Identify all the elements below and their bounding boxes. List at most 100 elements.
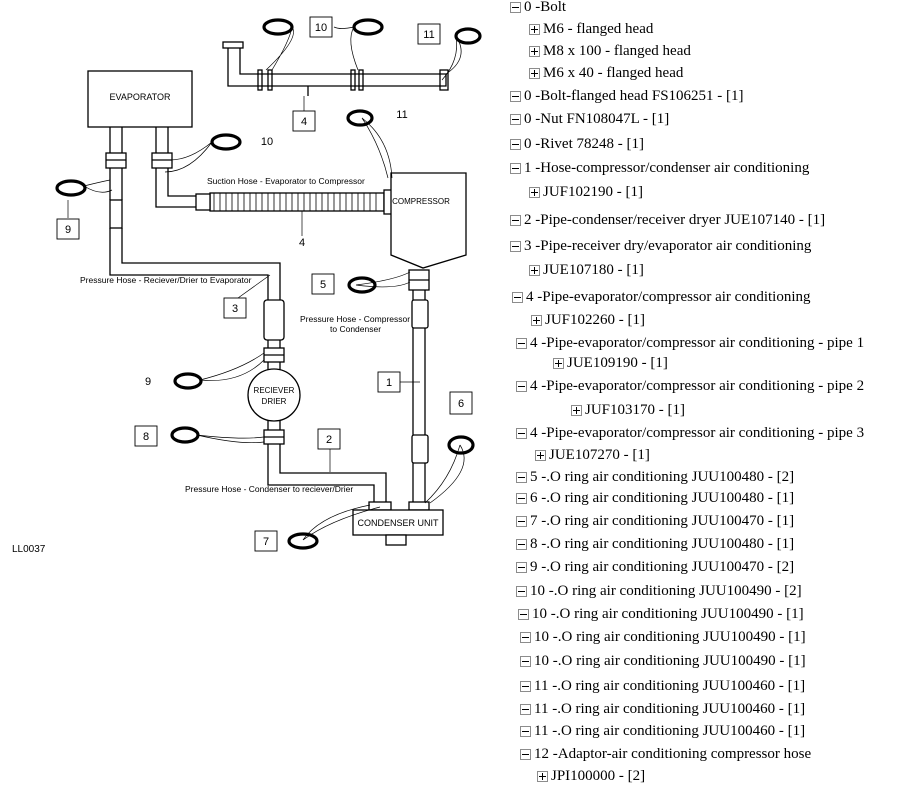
tree-row-label: 4 -Pipe-evaporator/compressor air condit… xyxy=(530,378,865,394)
tree-row: 10 -.O ring air conditioning JUU100490 -… xyxy=(518,605,804,623)
expand-icon[interactable] xyxy=(529,264,540,276)
collapse-icon[interactable] xyxy=(520,655,531,667)
o-ring-9b xyxy=(173,372,203,390)
callout-11-comp: 11 xyxy=(396,109,407,121)
tree-row: 0 -Nut FN108047L - [1] xyxy=(510,110,669,128)
tree-row-label: 0 -Bolt xyxy=(524,0,567,15)
tree-row-label: 3 -Pipe-receiver dry/evaporator air cond… xyxy=(524,238,812,254)
collapse-icon[interactable] xyxy=(520,631,531,643)
tree-row-label: JPI100000 - [2] xyxy=(551,768,646,784)
pressure-hose-receiver-evap-label: Pressure Hose - Reciever/Drier to Evapor… xyxy=(80,275,252,285)
collapse-icon[interactable] xyxy=(512,291,523,303)
callout-8: 8 xyxy=(143,431,149,443)
o-ring-10b xyxy=(352,18,384,36)
tree-row-label: 9 -.O ring air conditioning JUU100470 - … xyxy=(530,559,795,575)
o-ring-6 xyxy=(447,435,475,455)
tree-row-label: 10 -.O ring air conditioning JUU100490 -… xyxy=(534,629,806,645)
expand-icon[interactable] xyxy=(537,770,548,782)
o-ring-9a xyxy=(55,179,87,197)
tree-row: JUF102260 - [1] xyxy=(531,311,645,329)
expand-icon[interactable] xyxy=(529,186,540,198)
drawing-reference: LL0037 xyxy=(12,544,46,555)
tree-row-label: M6 - flanged head xyxy=(543,21,654,37)
tree-row-label: 1 -Hose-compressor/condenser air conditi… xyxy=(524,160,810,176)
expand-icon[interactable] xyxy=(529,23,540,35)
expand-icon[interactable] xyxy=(529,67,540,79)
expand-icon[interactable] xyxy=(531,314,542,326)
collapse-icon[interactable] xyxy=(520,725,531,737)
compressor-label: COMPRESSOR xyxy=(392,197,450,206)
callout-3: 3 xyxy=(232,303,238,315)
tree-row: 4 -Pipe-evaporator/compressor air condit… xyxy=(512,288,811,306)
collapse-icon[interactable] xyxy=(510,138,521,150)
expand-icon[interactable] xyxy=(529,45,540,57)
tree-row-label: 0 -Rivet 78248 - [1] xyxy=(524,136,644,152)
tree-row-label: M8 x 100 - flanged head xyxy=(543,43,691,59)
collapse-icon[interactable] xyxy=(520,680,531,692)
collapse-icon[interactable] xyxy=(516,427,527,439)
o-ring-11a xyxy=(454,27,482,45)
collapse-icon[interactable] xyxy=(516,471,527,483)
tree-row-label: 5 -.O ring air conditioning JUU100480 - … xyxy=(530,469,795,485)
tree-row-label: 4 -Pipe-evaporator/compressor air condit… xyxy=(530,335,865,351)
expand-icon[interactable] xyxy=(553,357,564,369)
suction-hose-label: Suction Hose - Evaporator to Compressor xyxy=(207,176,365,186)
o-ring-11b xyxy=(346,109,374,127)
tree-row: 11 -.O ring air conditioning JUU100460 -… xyxy=(520,722,805,740)
collapse-icon[interactable] xyxy=(516,492,527,504)
callout-6: 6 xyxy=(458,398,464,410)
tree-row: JUF103170 - [1] xyxy=(571,401,685,419)
collapse-icon[interactable] xyxy=(520,748,531,760)
tree-row: 11 -.O ring air conditioning JUU100460 -… xyxy=(520,700,805,718)
receiver-drier-circle xyxy=(247,368,301,422)
collapse-icon[interactable] xyxy=(516,380,527,392)
tree-row: 1 -Hose-compressor/condenser air conditi… xyxy=(510,159,809,177)
tree-row: JUF102190 - [1] xyxy=(529,183,643,201)
o-ring-8 xyxy=(170,426,200,444)
ac-system-diagram: 10 11 4 11 10 9 4 5 3 1 9 6 8 2 7 EVAPOR… xyxy=(12,16,482,555)
pressure-hose-comp-label-2: to Condenser xyxy=(330,324,381,334)
expand-icon[interactable] xyxy=(571,404,582,416)
callout-4-suction: 4 xyxy=(299,237,305,249)
collapse-icon[interactable] xyxy=(510,240,521,252)
tree-row-label: 0 -Nut FN108047L - [1] xyxy=(524,111,670,127)
tree-row: 4 -Pipe-evaporator/compressor air condit… xyxy=(516,334,864,352)
collapse-icon[interactable] xyxy=(510,90,521,102)
tree-row: 6 -.O ring air conditioning JUU100480 - … xyxy=(516,489,794,507)
tree-row-label: 4 -Pipe-evaporator/compressor air condit… xyxy=(530,425,865,441)
collapse-icon[interactable] xyxy=(510,214,521,226)
collapse-icon[interactable] xyxy=(516,585,527,597)
pipe-evap-right xyxy=(155,127,198,208)
collapse-icon[interactable] xyxy=(516,337,527,349)
tree-row: M8 x 100 - flanged head xyxy=(529,42,691,60)
pipe-evap-left xyxy=(109,127,123,200)
tree-row-label: 8 -.O ring air conditioning JUU100480 - … xyxy=(530,536,795,552)
collapse-icon[interactable] xyxy=(510,1,521,13)
tree-row-label: 7 -.O ring air conditioning JUU100470 - … xyxy=(530,513,795,529)
tree-row: 4 -Pipe-evaporator/compressor air condit… xyxy=(516,377,864,395)
collapse-icon[interactable] xyxy=(510,113,521,125)
tree-row: 3 -Pipe-receiver dry/evaporator air cond… xyxy=(510,237,811,255)
expand-icon[interactable] xyxy=(535,449,546,461)
condenser-box xyxy=(352,509,444,536)
pressure-hose-cond-receiver-label: Pressure Hose - Condenser to reciever/Dr… xyxy=(185,484,353,494)
tree-row-label: 4 -Pipe-evaporator/compressor air condit… xyxy=(526,289,811,305)
o-ring-7 xyxy=(287,532,319,550)
callout-11-top: 11 xyxy=(423,29,434,41)
o-ring-10a xyxy=(262,18,294,36)
tree-row-label: 0 -Bolt-flanged head FS106251 - [1] xyxy=(524,88,744,104)
collapse-icon[interactable] xyxy=(518,608,529,620)
tree-row-label: 11 -.O ring air conditioning JUU100460 -… xyxy=(534,723,806,739)
o-ring-5 xyxy=(347,276,377,294)
tree-row-label: JUE107270 - [1] xyxy=(549,447,650,463)
collapse-icon[interactable] xyxy=(516,561,527,573)
callout-7: 7 xyxy=(263,536,269,548)
collapse-icon[interactable] xyxy=(516,538,527,550)
tree-row: JUE109190 - [1] xyxy=(553,354,668,372)
tree-row: 12 -Adaptor-air conditioning compressor … xyxy=(520,745,811,763)
collapse-icon[interactable] xyxy=(516,515,527,527)
tree-row: 10 -.O ring air conditioning JUU100490 -… xyxy=(520,628,806,646)
tree-row-label: 10 -.O ring air conditioning JUU100490 -… xyxy=(530,583,802,599)
collapse-icon[interactable] xyxy=(510,162,521,174)
collapse-icon[interactable] xyxy=(520,703,531,715)
